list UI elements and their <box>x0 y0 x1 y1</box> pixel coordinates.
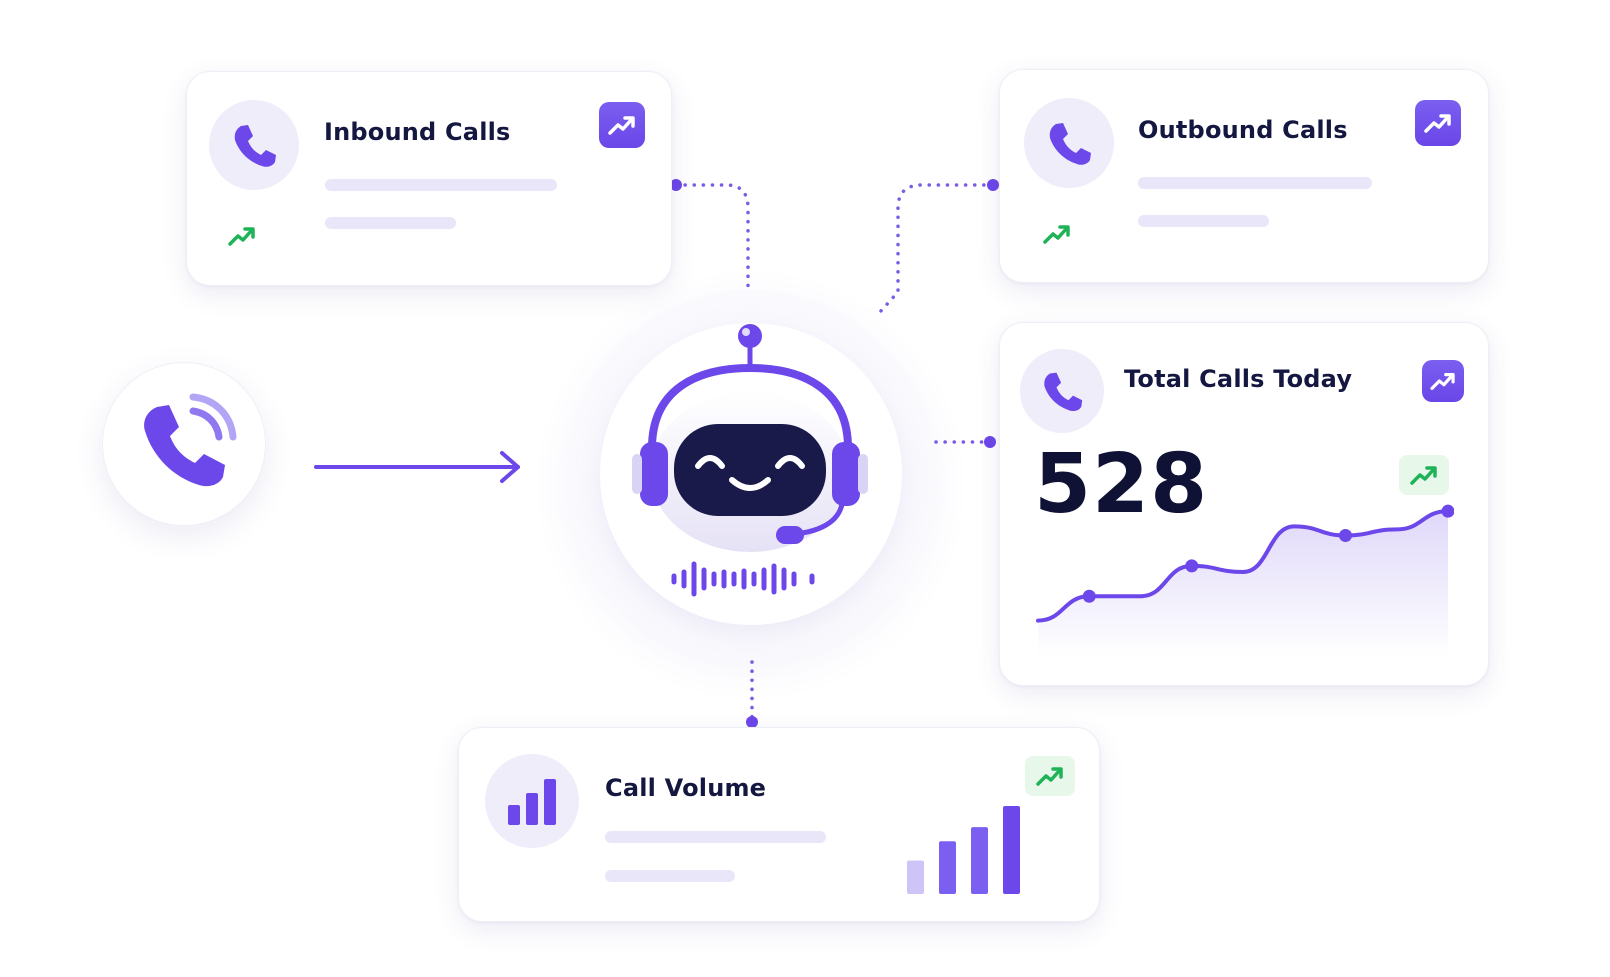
inbound-phone-icon-circle <box>209 100 299 190</box>
voice-wave-icon <box>671 561 815 597</box>
total-calls-value: 528 <box>1034 437 1209 532</box>
total-calls-today-card[interactable]: Total Calls Today 528 <box>999 322 1489 686</box>
outbound-calls-card[interactable]: Outbound Calls <box>999 69 1489 283</box>
line-chart-series <box>1036 509 1450 623</box>
call-volume-title: Call Volume <box>605 774 767 802</box>
call-volume-card[interactable]: Call Volume <box>458 727 1100 922</box>
line-chart-point <box>1339 528 1352 542</box>
outbound-phone-icon-circle <box>1024 98 1114 188</box>
connector-dot-outbound <box>987 179 999 191</box>
inbound-calls-card[interactable]: Inbound Calls <box>186 71 672 286</box>
bar-chart-icon <box>508 779 556 825</box>
volume-trend-soft-badge <box>1025 756 1075 796</box>
call-volume-bar <box>939 841 956 894</box>
call-volume-bar <box>907 860 924 894</box>
total-trend-soft-badge <box>1399 455 1449 495</box>
phone-icon <box>1049 123 1091 165</box>
connector-dot-total <box>984 436 996 448</box>
outbound-calls-title: Outbound Calls <box>1138 116 1348 144</box>
connector-inbound <box>674 183 750 292</box>
volume-placeholder-line-1 <box>605 831 826 843</box>
volume-placeholder-line-2 <box>605 870 735 882</box>
outbound-placeholder-line-2 <box>1138 215 1269 227</box>
total-trend-badge[interactable] <box>1422 360 1464 402</box>
outbound-trend-badge[interactable] <box>1415 100 1461 146</box>
ringing-phone-icon <box>144 393 237 487</box>
line-chart-point <box>1082 589 1096 603</box>
phone-icon <box>1044 372 1083 412</box>
line-chart-point <box>1185 559 1199 573</box>
total-phone-icon-circle <box>1020 349 1104 433</box>
inbound-placeholder-line-1 <box>325 179 557 191</box>
total-calls-title: Total Calls Today <box>1124 365 1353 393</box>
call-volume-bar <box>1003 806 1020 894</box>
trend-up-icon <box>1424 114 1451 133</box>
inbound-trend-badge[interactable] <box>599 102 645 148</box>
call-volume-bar <box>971 827 988 894</box>
calls-line-chart <box>1036 504 1454 657</box>
trend-up-icon <box>228 227 255 246</box>
outbound-placeholder-line-1 <box>1138 177 1372 189</box>
trend-up-icon <box>1410 466 1437 485</box>
ai-bot-icon <box>632 324 868 597</box>
trend-up-icon <box>1043 225 1070 244</box>
connector-outbound <box>878 183 995 314</box>
line-chart-point <box>1441 504 1454 518</box>
trend-up-icon <box>1430 372 1455 390</box>
line-chart-area <box>1038 511 1448 657</box>
flow-arrow <box>314 451 520 483</box>
incoming-call-icon <box>102 362 266 526</box>
call-volume-bar-chart <box>907 806 1020 894</box>
phone-icon <box>234 125 276 167</box>
volume-icon-circle <box>485 754 579 848</box>
inbound-placeholder-line-2 <box>325 217 456 229</box>
trend-up-icon <box>608 116 635 135</box>
inbound-calls-title: Inbound Calls <box>324 118 511 146</box>
trend-up-icon <box>1036 767 1063 786</box>
